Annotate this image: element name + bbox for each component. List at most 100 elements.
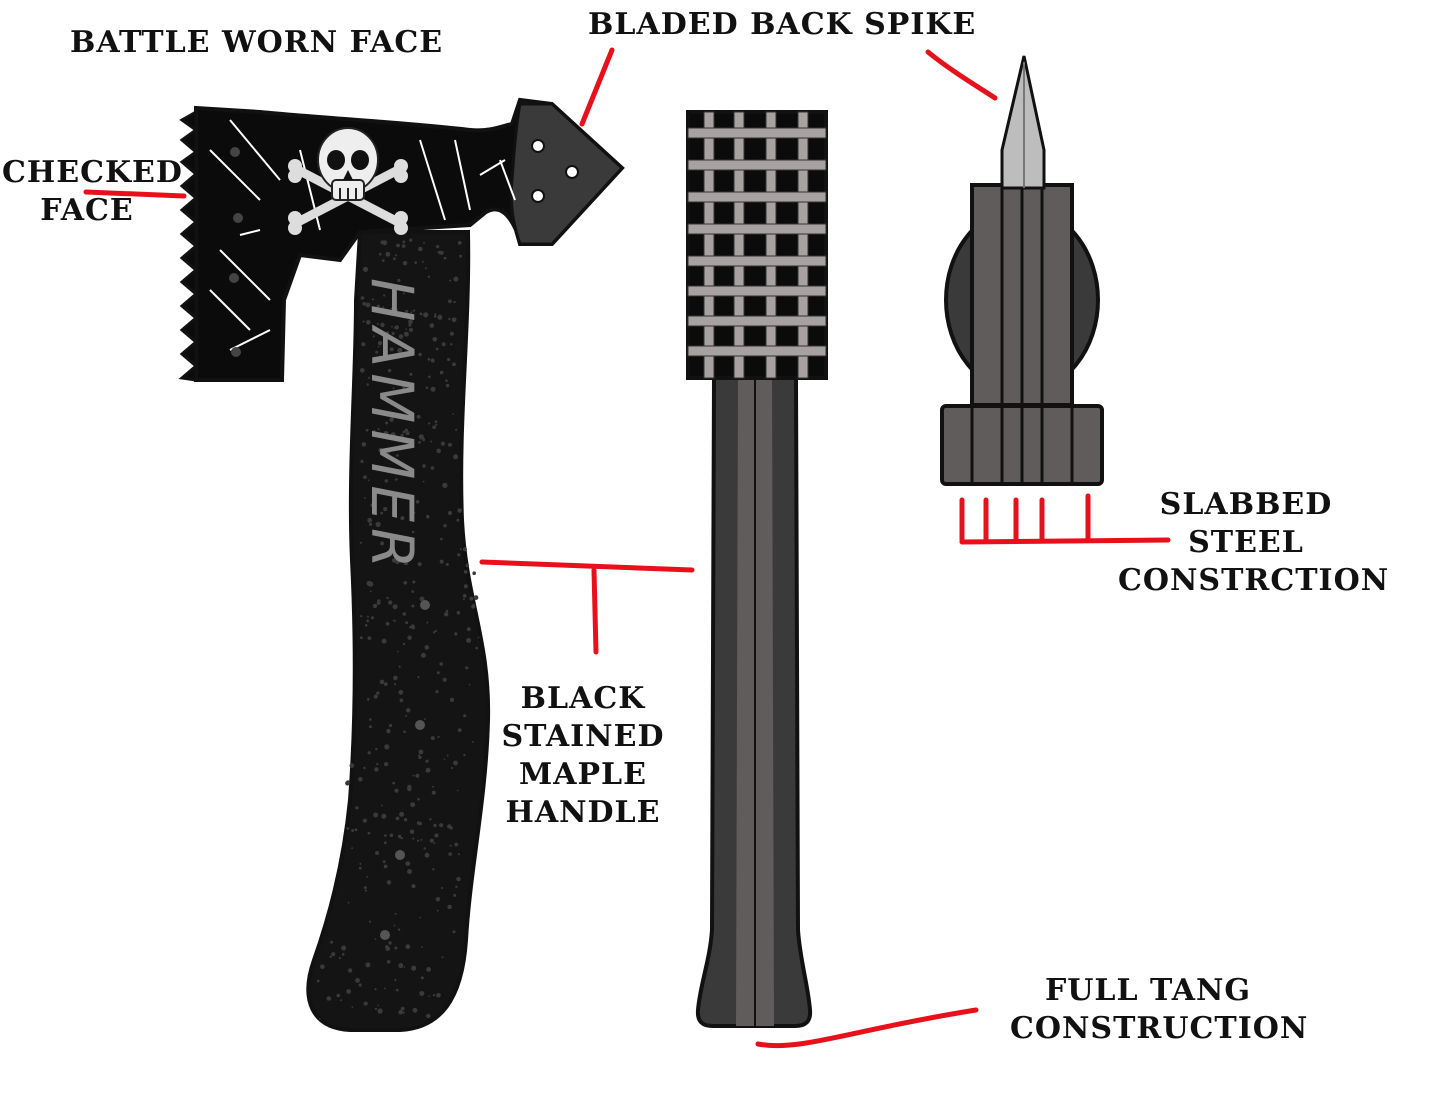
handle-speckle — [360, 636, 363, 640]
handle-speckle — [442, 677, 447, 682]
handle-speckle — [362, 266, 369, 272]
handle-speckle — [377, 340, 383, 346]
handle-speckle — [397, 834, 402, 839]
label-bladed-back-spike: BLADED BACK SPIKE — [588, 7, 977, 42]
leader-bladed-spike — [579, 47, 615, 127]
handle-speckle — [434, 420, 438, 423]
handle-speckle — [430, 358, 435, 363]
handle-speckle — [402, 642, 406, 646]
handle-speckle — [439, 370, 444, 375]
handle-speckle — [405, 861, 411, 866]
handle-speckle — [373, 694, 378, 699]
handle-speckle — [418, 246, 423, 252]
handle-speckle — [384, 350, 388, 354]
handle-speckle — [388, 723, 393, 728]
handle-speckle — [346, 989, 351, 994]
handle-speckle — [384, 744, 390, 750]
handle-speckle — [443, 256, 447, 260]
leader-slabbed — [959, 537, 1171, 545]
handle-speckle — [409, 626, 412, 629]
handle-speckle — [365, 302, 371, 308]
handle-speckle — [394, 912, 397, 915]
handle-speckle — [389, 833, 394, 838]
handle-speckle — [384, 841, 387, 845]
handle-speckle — [363, 1001, 368, 1006]
handle-speckle — [351, 847, 353, 850]
handle-speckle — [320, 964, 325, 969]
handle-speckle — [447, 510, 453, 516]
handle-speckle — [319, 1018, 321, 1020]
label-black-stained-maple-handle: BLACK STAINED MAPLE HANDLE — [501, 681, 665, 830]
handle-speckle — [435, 690, 439, 694]
handle-speckle — [336, 993, 341, 998]
handle-speckle — [477, 636, 480, 639]
handle-speckle — [421, 260, 424, 263]
handle-speckle — [400, 516, 405, 521]
handle-speckle — [419, 312, 423, 316]
handle-speckle — [366, 383, 369, 386]
handle-speckle — [376, 691, 380, 695]
handle-speckle — [393, 675, 398, 681]
handle-speckle — [415, 773, 420, 778]
handle-speckle — [422, 480, 425, 483]
handle-speckle — [377, 428, 380, 431]
handle-speckle — [425, 767, 431, 773]
handle-speckle — [418, 821, 423, 826]
handle-speckle — [365, 962, 371, 968]
handle-speckle — [415, 500, 420, 504]
handle-speckle — [447, 442, 453, 447]
handle-speckle — [444, 612, 449, 617]
handle-speckle — [394, 946, 398, 950]
handle-speckle — [457, 728, 462, 733]
handle-speckle — [419, 916, 422, 919]
handle-speckle — [394, 414, 397, 417]
handle-speckle — [398, 963, 404, 969]
handle-speckle — [382, 860, 386, 864]
handle-speckle — [456, 610, 461, 615]
handle-speckle — [403, 560, 409, 566]
handle-speckle — [436, 245, 440, 249]
handle-speckle — [458, 853, 460, 856]
handle-speckle — [403, 818, 408, 822]
handle-speckle — [463, 753, 466, 757]
handle-speckle — [358, 776, 363, 782]
handle-speckle — [392, 604, 398, 610]
handle-speckle — [392, 781, 396, 785]
handle-speckle — [363, 475, 367, 479]
handle-speckle — [370, 503, 375, 508]
handle-speckle — [396, 243, 400, 248]
handle-speckle — [425, 386, 429, 390]
handle-speckle — [367, 479, 370, 482]
handle-speckle — [422, 464, 426, 468]
handle-speckle — [405, 309, 409, 313]
handle-speckle — [398, 689, 404, 695]
handle-speckle — [408, 319, 413, 325]
spike-hole — [565, 165, 579, 179]
front-view — [686, 110, 828, 1028]
handle-speckle — [412, 774, 415, 777]
handle-speckle — [410, 311, 413, 314]
handle-speckle — [402, 292, 405, 295]
handle-speckle — [435, 347, 439, 351]
handle-speckle — [453, 893, 457, 897]
handle-speckle — [358, 866, 362, 870]
handle-speckle — [366, 875, 369, 878]
handle-speckle — [439, 662, 444, 666]
handle-speckle — [445, 563, 449, 566]
handle-speckle — [385, 251, 391, 257]
handle-speckle — [402, 240, 406, 244]
handle-speckle — [385, 331, 390, 335]
handle-speckle — [471, 740, 474, 743]
handle-speckle — [399, 698, 404, 703]
handle-speckle — [358, 983, 362, 987]
handle-speckle — [380, 511, 383, 515]
handle-speckle — [411, 965, 417, 971]
handle-speckle — [398, 1009, 403, 1015]
handle-speckle — [378, 447, 384, 453]
handle-speckle — [394, 788, 399, 793]
handle-speckle — [449, 697, 455, 703]
handle-speckle — [429, 323, 435, 328]
handle-speckle — [341, 945, 347, 951]
handle-speckle — [406, 708, 411, 713]
handle-speckle — [330, 940, 334, 944]
